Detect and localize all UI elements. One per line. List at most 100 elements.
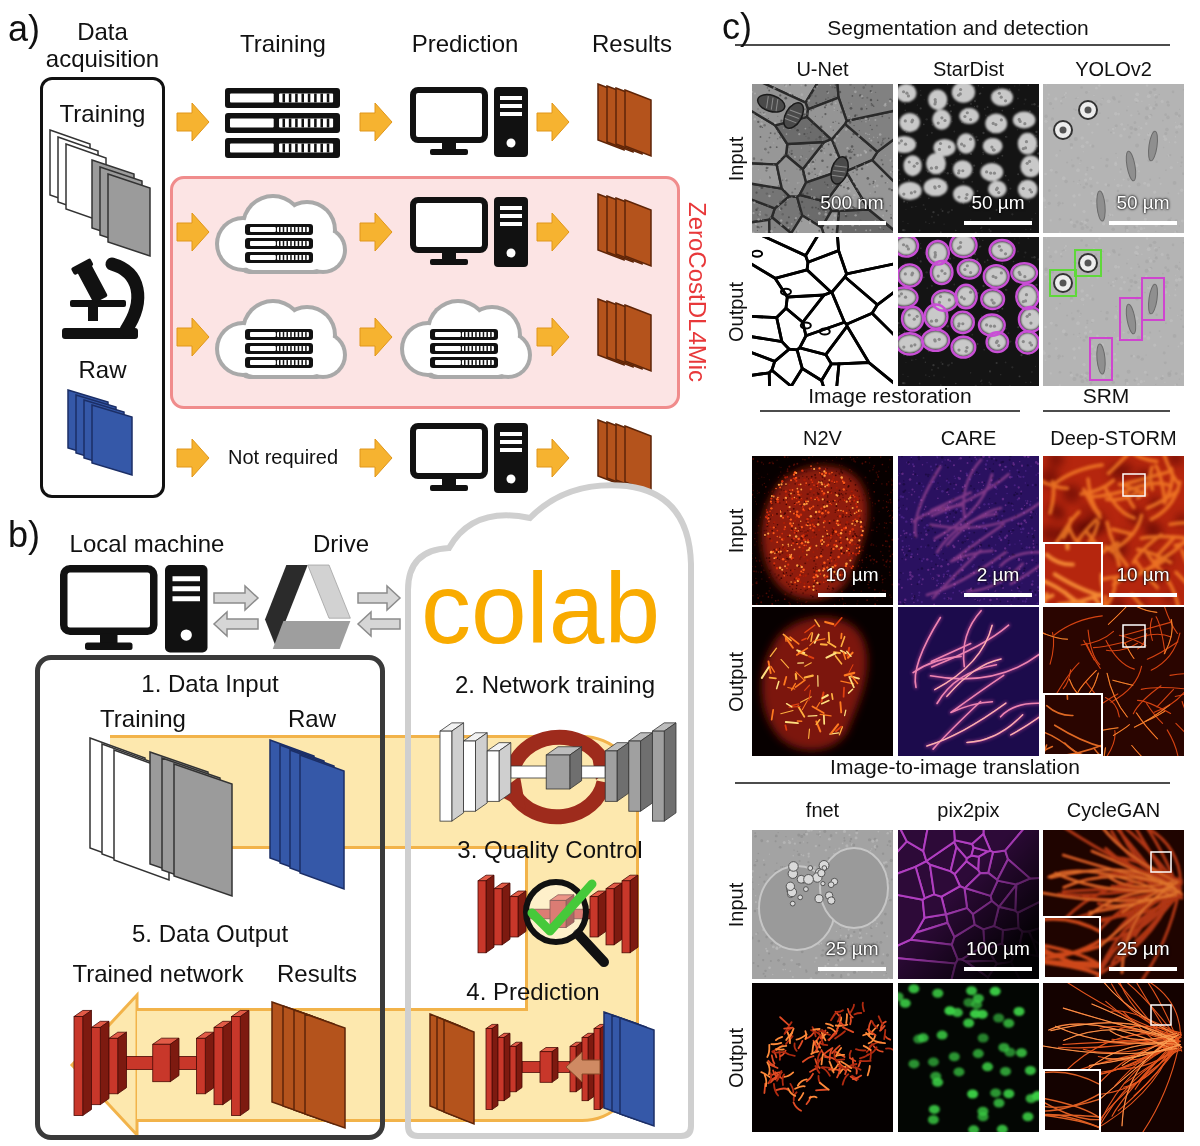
segmentation-image-part-part-part bbox=[760, 112, 761, 113]
nuclei-image-part-part-part bbox=[972, 133, 973, 134]
segmentation-image-part-part-part bbox=[780, 207, 782, 209]
server-icon-part bbox=[279, 144, 333, 153]
segmentation-image-part-part-part bbox=[865, 104, 866, 105]
server-icon-part bbox=[468, 332, 469, 337]
segmentation-image-part-part-part bbox=[797, 206, 799, 208]
detection-image-part-part-part bbox=[1164, 132, 1167, 135]
detection-image-part-part-part bbox=[1137, 133, 1140, 136]
server-icon-part bbox=[298, 332, 299, 337]
detection-image-part-part-part bbox=[1180, 123, 1183, 126]
server-icon-part bbox=[245, 252, 313, 263]
detection-image-part-part-part bbox=[1175, 136, 1177, 138]
cloud-server-icon-part bbox=[215, 194, 347, 274]
segmentation-image-part-part-part bbox=[766, 214, 768, 216]
nuclei-image-part-part-part bbox=[983, 349, 984, 350]
nuclei-image-part-part bbox=[938, 338, 941, 341]
segmentation-image-part-part-part bbox=[764, 148, 767, 151]
detection-image-part-part-part bbox=[1138, 113, 1140, 115]
nuclei-image-part-part-part bbox=[953, 160, 972, 178]
nuclei-image-part-part-part bbox=[981, 230, 982, 231]
nuclei-image-part-part-part bbox=[997, 158, 999, 160]
segmentation-image-part-part-part bbox=[888, 225, 890, 227]
detection-image-part-part-part bbox=[1062, 97, 1064, 99]
segmentation-image-part-part-part bbox=[760, 159, 762, 161]
segmentation-image-part-part-part bbox=[811, 128, 812, 129]
nuclei-image-part-part-part bbox=[975, 136, 977, 138]
nuclei-image-part-part bbox=[902, 90, 905, 93]
nuclei-image-part-part-part bbox=[1029, 110, 1031, 112]
segmentation-image-part-part-part bbox=[837, 215, 839, 217]
server-icon-part bbox=[286, 360, 287, 365]
nuclei-image-part-part-part bbox=[1005, 136, 1006, 137]
server-icon-part bbox=[290, 360, 291, 365]
server-icon-part bbox=[435, 332, 461, 337]
nuclei-image-part-part-part bbox=[985, 115, 987, 117]
segmentation-image-part-part-part bbox=[847, 174, 849, 176]
nuclei-image bbox=[891, 233, 1043, 387]
cloud-server-icon-part bbox=[404, 303, 528, 375]
segmentation-image-part-part-part bbox=[766, 167, 768, 169]
segmentation-image-part-part-part bbox=[805, 128, 807, 130]
nuclei-image-part-part-part bbox=[917, 257, 918, 258]
nuclei-image-part-part bbox=[969, 271, 972, 274]
nuclei-image-part-part bbox=[957, 322, 960, 325]
segmentation-image-part-part-part bbox=[787, 199, 789, 201]
segmentation-image-part-part-part bbox=[779, 136, 781, 138]
segmentation-image-part-part-part bbox=[833, 152, 836, 155]
detection-image-part-part-part bbox=[1086, 226, 1089, 229]
nuclei-image-part-part bbox=[966, 111, 969, 114]
segmentation-image-part-part-part bbox=[767, 151, 769, 153]
detection-image-part-part-part bbox=[1107, 184, 1110, 187]
segmentation-image-part-part-part bbox=[768, 167, 769, 168]
nuclei-image-part-part-part bbox=[933, 222, 935, 224]
segmentation-image-part-part-part bbox=[856, 190, 858, 192]
segmentation-image-part-part-part bbox=[891, 160, 892, 161]
segmentation-image-part-part-part bbox=[834, 152, 836, 154]
nuclei-image-part-part-part bbox=[924, 252, 925, 253]
server-icon-part bbox=[294, 241, 295, 246]
segmentation-image-part-part-part bbox=[797, 230, 799, 232]
nuclei-image-part-part-part bbox=[898, 136, 916, 153]
nuclei-image-part-part-part bbox=[1035, 284, 1037, 286]
detection-image-part-part-part bbox=[1167, 104, 1170, 107]
detection-image-part-part-part bbox=[1153, 107, 1156, 110]
panel-a-artwork-part bbox=[177, 103, 209, 141]
nuclei-image-part-part bbox=[904, 143, 907, 146]
nuclei-image-part-part-part bbox=[920, 107, 922, 109]
detection-image-part-part-part bbox=[1120, 168, 1122, 170]
server-icon-part bbox=[295, 144, 298, 153]
nuclei-image-part-part-part bbox=[974, 106, 975, 107]
nuclei-image-part-part-part bbox=[984, 108, 986, 110]
scale-bar bbox=[964, 221, 1032, 225]
detection-image-part-part-part bbox=[1130, 132, 1132, 134]
detection-image-part-part-part bbox=[1075, 109, 1077, 111]
detection-image-part-part-part bbox=[1114, 179, 1115, 180]
segmentation-image-part-part-part bbox=[822, 144, 824, 146]
detection-image-part-part-part bbox=[1116, 184, 1119, 187]
detection-image-part-part-part bbox=[1088, 123, 1090, 125]
segmentation-image-part-part-part bbox=[781, 213, 783, 215]
network-icon-part bbox=[486, 875, 494, 953]
segmentation-image-part-part-part bbox=[811, 206, 813, 208]
nuclei-image-part-part-part bbox=[907, 202, 908, 203]
nuclei-image-part-part bbox=[992, 122, 995, 125]
server-icon-part bbox=[305, 241, 306, 246]
trained-network-icon-part bbox=[205, 1032, 214, 1094]
segmentation-image-part-part-part bbox=[855, 166, 857, 168]
segmentation-image-part-part-part bbox=[834, 110, 835, 111]
microscope-icon-part bbox=[112, 264, 138, 330]
nuclei-image-part-part-part bbox=[1009, 232, 1010, 233]
segmentation-image-part-part-part bbox=[852, 171, 854, 173]
nuclei-image-part-part bbox=[966, 264, 969, 267]
server-icon-part bbox=[486, 360, 487, 365]
flow-band-edge bbox=[385, 735, 405, 849]
nuclei-image-part-part bbox=[990, 298, 993, 301]
detection-image-part-part-part bbox=[1178, 193, 1180, 195]
segmentation-image-part-part-part bbox=[868, 118, 870, 120]
trained-network-icon bbox=[74, 1010, 249, 1115]
detection-image-part-part-part bbox=[1086, 169, 1088, 171]
segmentation-image-part-part-part bbox=[794, 219, 795, 220]
panel-a-artwork-part bbox=[177, 439, 209, 477]
nuclei-image-part-part-part bbox=[1017, 98, 1019, 100]
nuclei-image-part-part-part bbox=[1017, 326, 1019, 328]
